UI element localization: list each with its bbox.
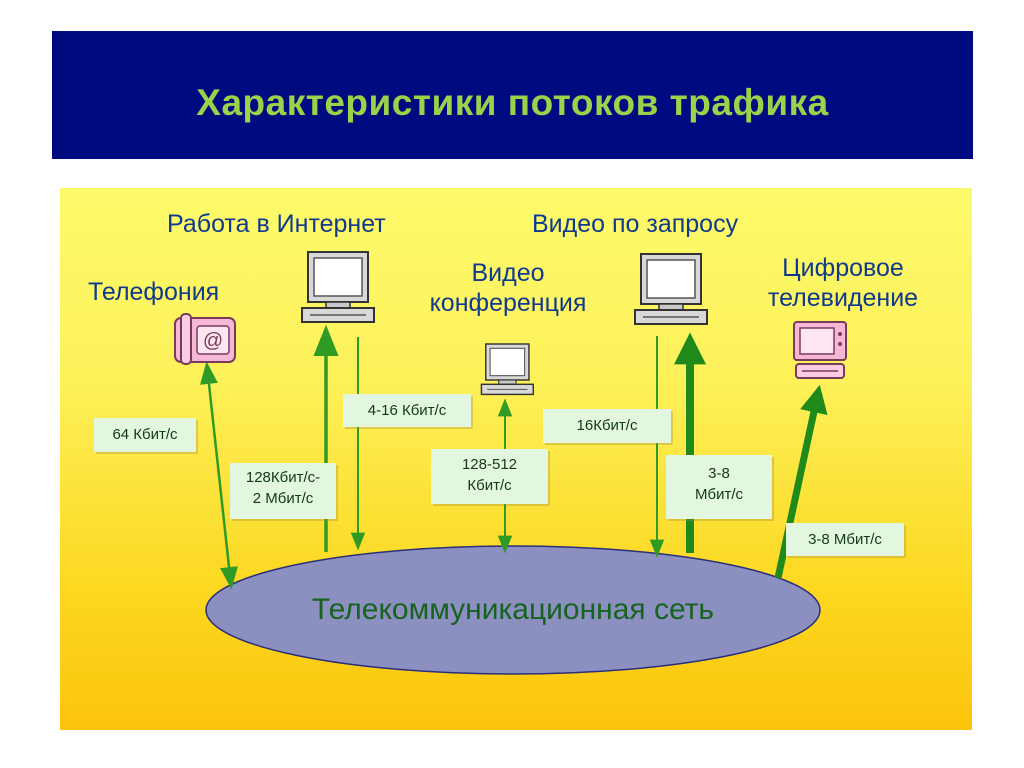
rate-internet-up-line1: 128Кбит/с- [245,469,321,486]
label-digital-tv-line2: телевидение [767,284,919,312]
label-digital-tv-line1: Цифровое [782,254,904,282]
computer-icon [634,253,708,325]
label-videoconf-line2: конференция [429,289,587,317]
label-internet: Работа в Интернет [167,210,386,238]
rate-videoconf-line1: 128-512 [461,456,518,473]
title-banner: Характеристики потоков трафика [52,31,973,159]
label-vod: Видео по запросу [532,210,739,238]
rate-videoconf: 128-512 Кбит/с [431,449,548,504]
phone-icon: @ [174,313,236,365]
rate-vod-down-line2: Мбит/с [694,486,743,503]
network-ellipse [205,545,821,675]
rate-telephony: 64 Кбит/с [94,418,196,452]
network-label: Телекоммуникационная сеть [311,593,715,626]
computer-icon [480,343,534,396]
svg-text:@: @ [203,330,223,352]
label-digital-tv: Цифровое телевидение [738,253,948,313]
rate-videoconf-line2: Кбит/с [467,477,512,494]
label-telephony: Телефония [88,278,220,306]
rate-internet-up-line2: 2 Мбит/с [252,490,314,507]
rate-vod-up: 16Кбит/с [543,409,671,443]
digital-tv-arrow [774,384,828,579]
computer-icon [301,251,375,323]
slide-title: Характеристики потоков трафика [196,82,829,123]
rate-internet-up: 128Кбит/с- 2 Мбит/с [230,463,336,519]
rate-digital-tv: 3-8 Мбит/с [786,523,904,556]
rate-internet-down: 4-16 Кбит/с [343,394,471,427]
label-videoconf-line1: Видео [471,259,545,287]
tv-icon [793,321,847,379]
rate-vod-down: 3-8 Мбит/с [666,455,772,519]
rate-vod-down-line1: 3-8 [708,465,730,482]
label-videoconf: Видео конференция [400,258,616,318]
telephony-arrow [200,361,238,590]
